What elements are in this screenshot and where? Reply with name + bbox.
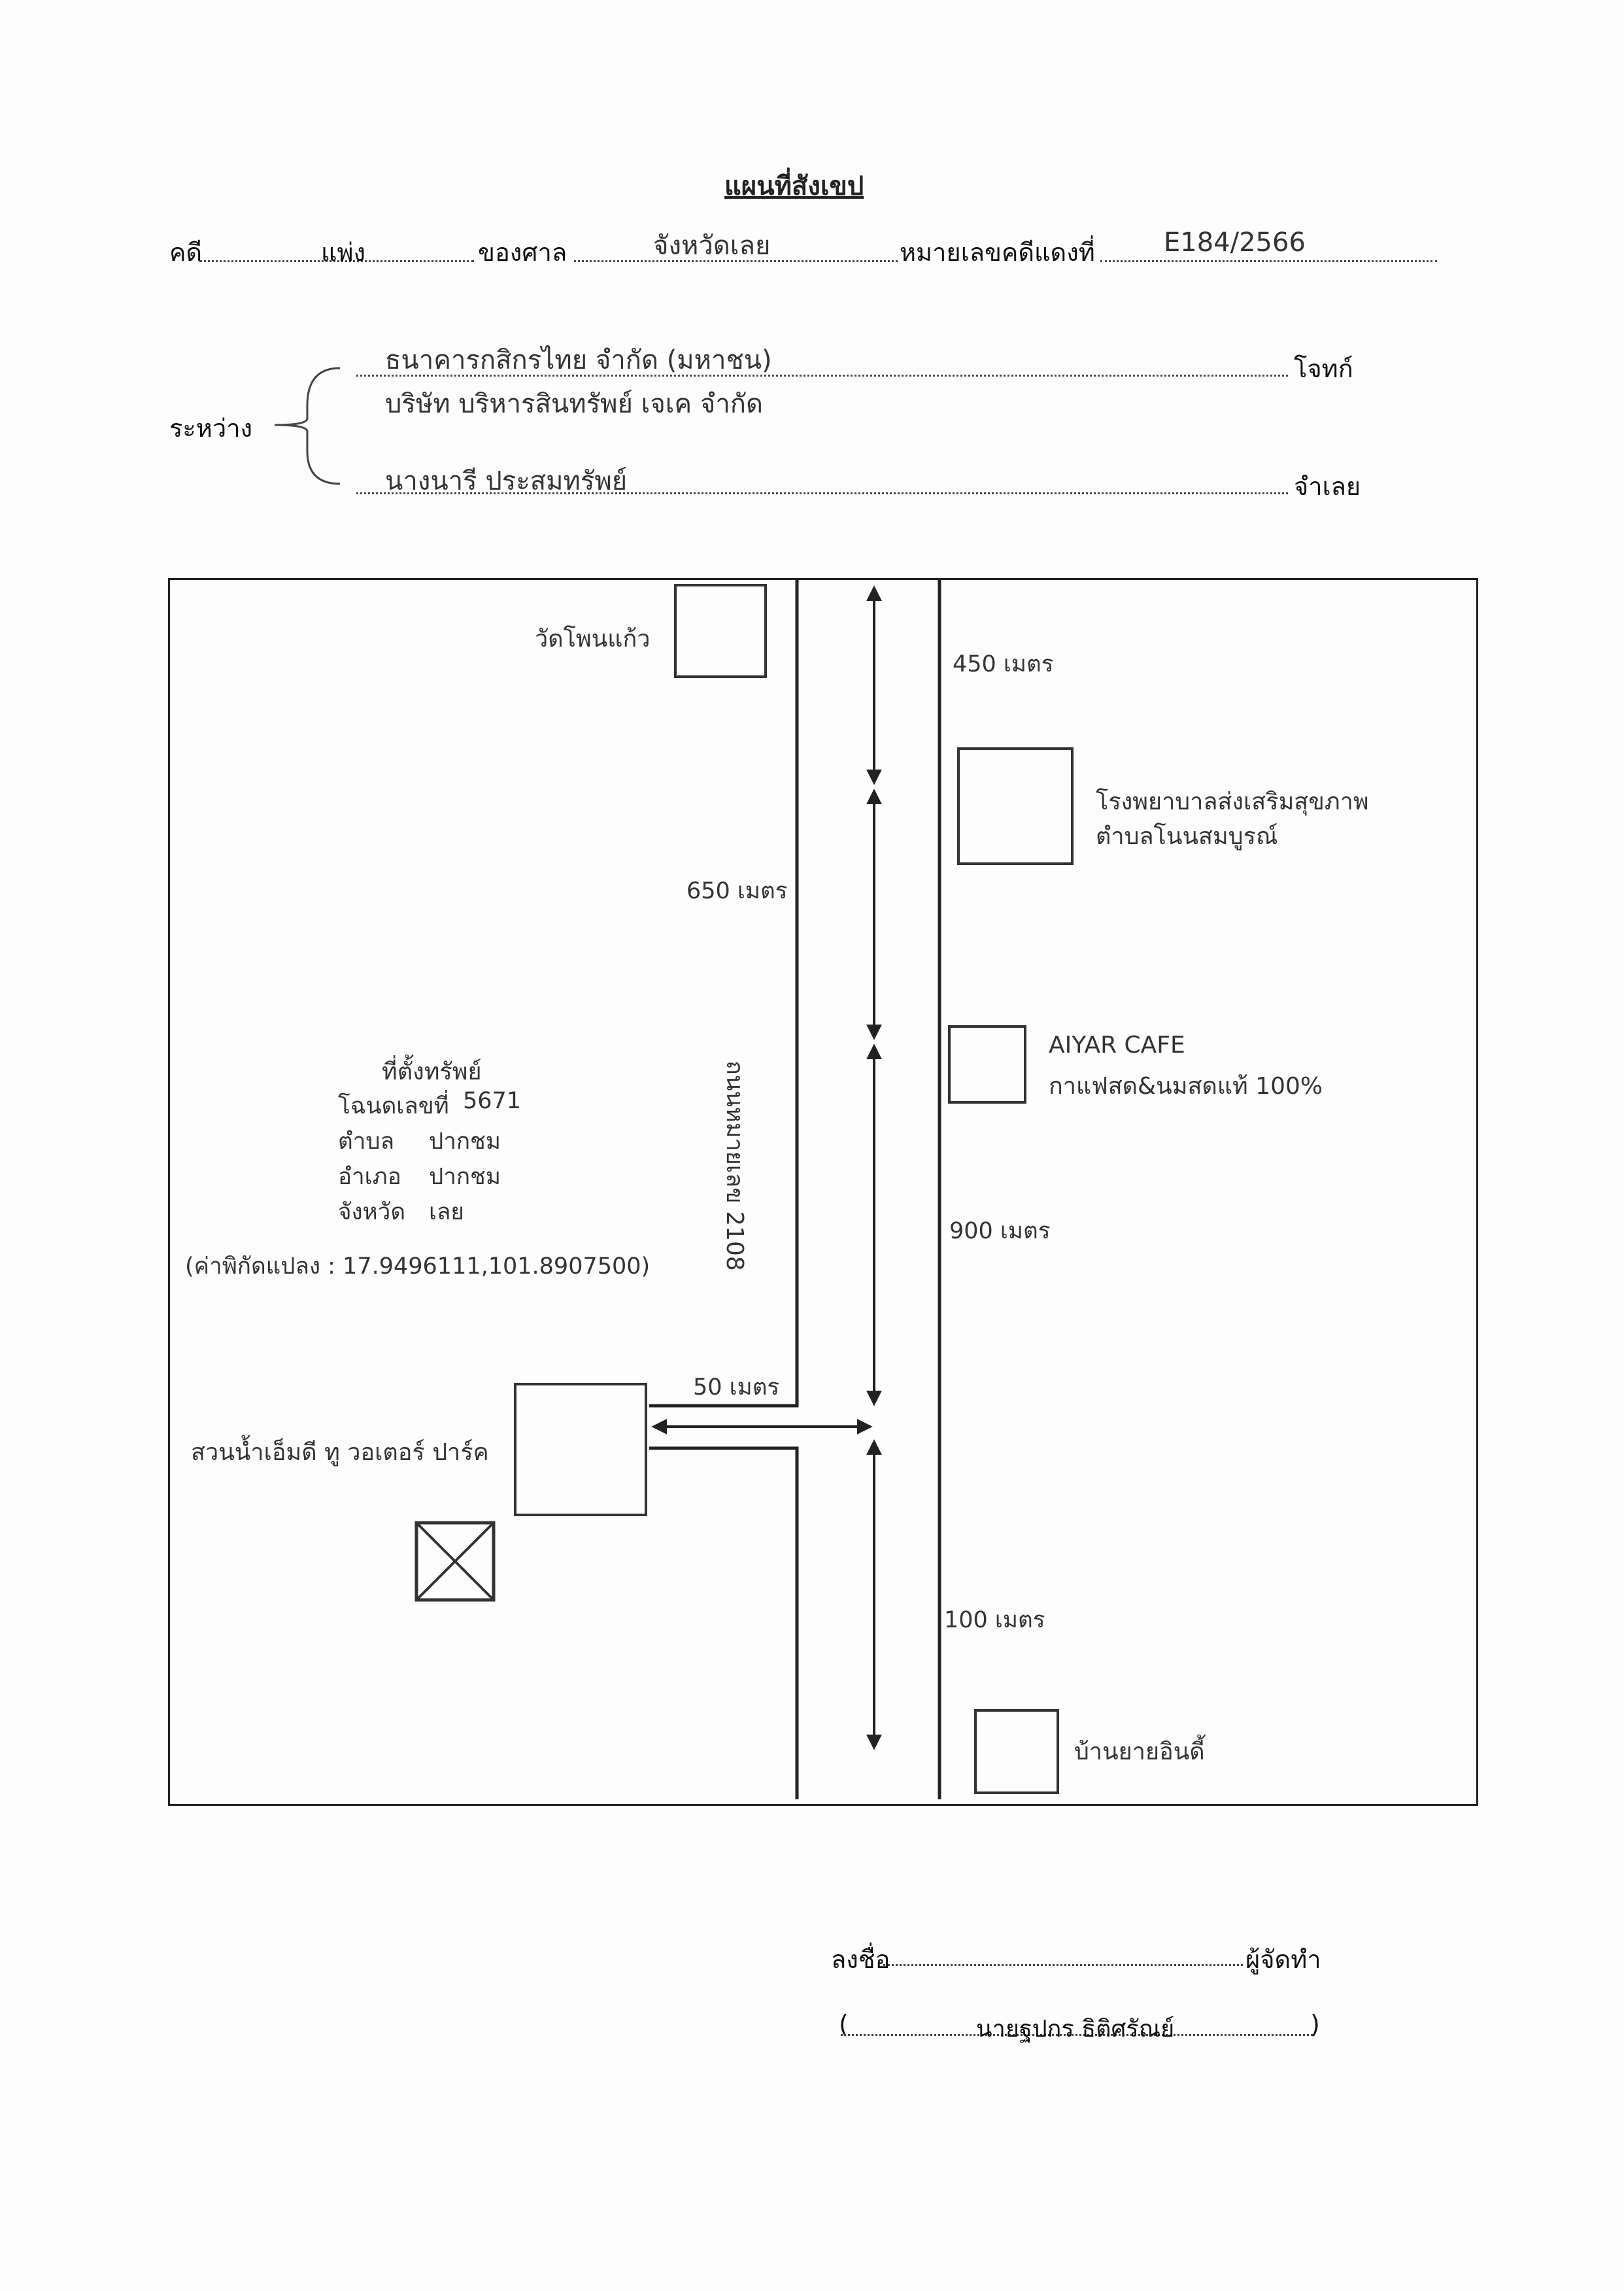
subdistrict-label: ตำบล [338,1129,395,1155]
waterpark-label: สวนน้ำเอ็มดี ทู วอเตอร์ ปาร์ค [191,1439,489,1466]
waterpark-marker [514,1383,647,1516]
map-frame [168,578,1478,1806]
defendant-dotline [356,492,1288,494]
parcel-coordinates: (ค่าพิกัดแปลง : 17.9496111,101.8907500) [185,1253,651,1280]
defendant-name: นางนารี ประสมทรัพย์ [385,466,628,496]
distance-450m: 450 เมตร [953,651,1054,677]
distance-100m: 100 เมตร [944,1607,1045,1633]
subdistrict-value: ปากชม [429,1129,501,1155]
hospital-label-line1: โรงพยาบาลส่งเสริมสุขภาพ [1096,789,1369,815]
plaintiff-role: โจทก์ [1294,354,1353,383]
distance-900m: 900 เมตร [949,1218,1051,1244]
page-title: แผนที่สังเขป [724,171,864,201]
defendant-role: จำเลย [1294,472,1361,501]
house-label: บ้านยายอินดี้ [1074,1739,1205,1765]
between-label: ระหว่าง [169,414,253,443]
house-marker [974,1709,1059,1794]
hospital-label-line2: ตำบลโนนสมบูรณ์ [1096,823,1278,850]
temple-marker [674,584,767,678]
red-case-label: หมายเลขคดีแดงที่ [900,238,1095,267]
distance-650m: 650 เมตร [686,878,788,904]
temple-label: วัดโพนแก้ว [535,626,651,653]
hospital-marker [957,747,1074,865]
case-label: คดี [169,238,203,267]
case-type: แพ่ง [321,238,366,267]
plaintiff-dotline [356,375,1288,377]
court-dotline [574,260,898,262]
deed-label: โฉนดเลขที่ [338,1093,449,1119]
cafe-label-line1: AIYAR CAFE [1049,1032,1185,1059]
preparer-role: ผู้จัดทำ [1245,1945,1321,1974]
plaintiff-2: บริษัท บริหารสินทรัพย์ เจเค จำกัด [385,389,763,419]
property-heading: ที่ตั้งทรัพย์ [382,1059,482,1085]
road-name: ถนนหมายเลข 2108 [721,1061,748,1271]
distance-50m: 50 เมตร [693,1374,780,1400]
red-case-number: E184/2566 [1164,228,1306,258]
plaintiff-1: ธนาคารกสิกรไทย จำกัด (มหาชน) [385,345,772,375]
province-label: จังหวัด [338,1199,406,1225]
cafe-label-line2: กาแฟสด&นมสดแท้ 100% [1049,1073,1323,1100]
name-open-paren: ( [839,2010,849,2039]
name-close-paren: ) [1310,2010,1320,2039]
district-value: ปากชม [429,1164,501,1190]
sign-label: ลงชื่อ [831,1945,890,1974]
deed-number: 5671 [463,1088,522,1114]
cafe-marker [948,1025,1026,1104]
district-label: อำเภอ [338,1164,401,1190]
name-dotline [841,2034,1313,2036]
case-dotline [199,260,474,262]
court-value: จังหวัดเลย [653,231,771,261]
preparer-name: นายฐปกร ธิติศรัณย์ [976,2016,1175,2043]
sign-dotline [883,1964,1243,1966]
province-value: เลย [429,1199,464,1225]
red-case-dotline [1100,260,1437,262]
court-label: ของศาล [478,238,567,267]
